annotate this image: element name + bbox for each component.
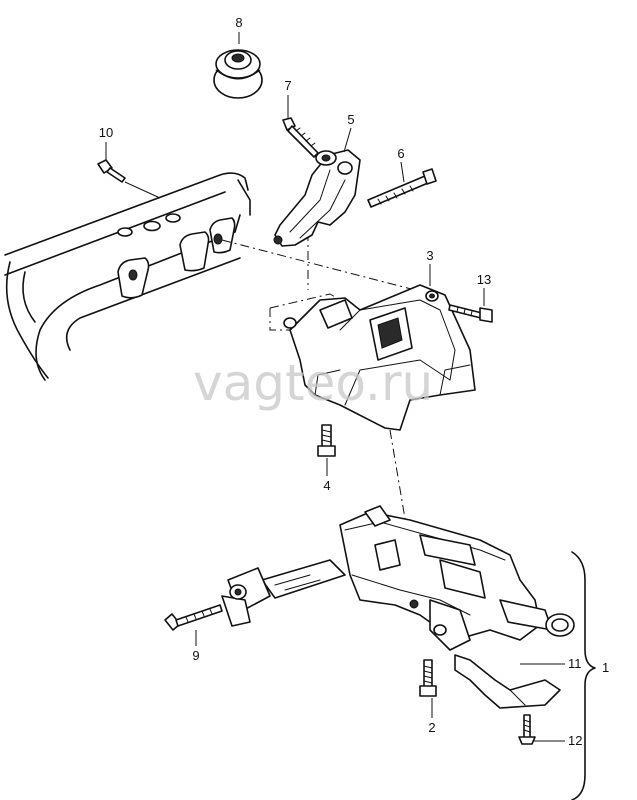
callout-3: 3 xyxy=(426,248,433,263)
callout-4: 4 xyxy=(323,478,330,493)
bracket xyxy=(273,149,361,247)
callout-1: 1 xyxy=(602,660,609,675)
cross-member xyxy=(4,172,251,381)
mounting-bracket xyxy=(283,284,476,431)
bolt-4 xyxy=(317,424,336,457)
watermark: vagteo.ru xyxy=(193,354,433,412)
assembly-bracket xyxy=(571,551,596,800)
bolt-10 xyxy=(97,159,126,183)
callout-12: 12 xyxy=(568,733,582,748)
callout-labels: 8 7 5 6 10 3 13 4 9 2 11 12 1 xyxy=(99,15,609,748)
callout-13: 13 xyxy=(477,272,491,287)
callout-10: 10 xyxy=(99,125,113,140)
cover xyxy=(454,654,561,709)
leader-lines xyxy=(105,32,565,742)
bolt-7 xyxy=(282,117,319,158)
bolt-13 xyxy=(448,304,493,323)
callout-9: 9 xyxy=(192,648,199,663)
steering-column xyxy=(221,505,575,651)
callout-11: 11 xyxy=(568,656,582,671)
screw-12 xyxy=(518,714,536,745)
grommet xyxy=(213,49,263,99)
callout-6: 6 xyxy=(397,146,404,161)
callout-5: 5 xyxy=(347,112,354,127)
callout-2: 2 xyxy=(428,720,435,735)
callout-8: 8 xyxy=(235,15,242,30)
bolt-6 xyxy=(367,168,437,208)
bolt-2 xyxy=(419,659,437,697)
bolt-9 xyxy=(164,604,223,631)
callout-7: 7 xyxy=(284,78,291,93)
